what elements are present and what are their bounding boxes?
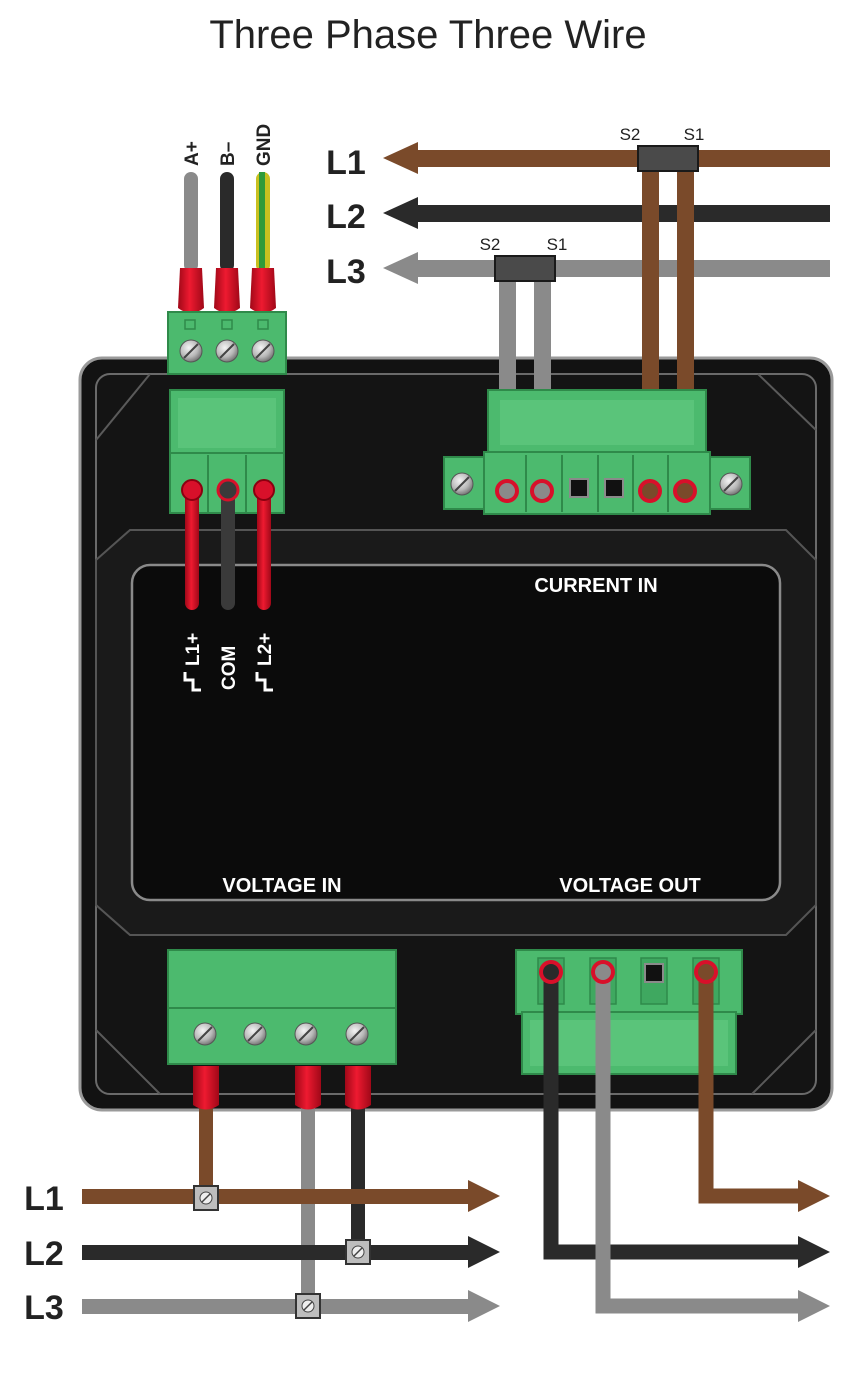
ct-l3-s2-label: S2 [480,235,501,254]
top-line-l2 [383,197,830,229]
pulse-label-l2: L2+ [255,633,276,666]
bottom-line-l3 [82,1290,500,1322]
comm-label-b-minus: B– [218,142,239,166]
comm-label-a-plus: A+ [182,141,203,166]
diagram-title: Three Phase Three Wire [209,13,646,57]
ct-l3-s1-label: S1 [547,235,568,254]
pulse-icon [183,672,201,692]
label-current-in: CURRENT IN [534,575,657,597]
top-line-l3 [383,252,830,284]
junction-icon [295,1293,321,1319]
ct-l1-s2-label: S2 [620,125,641,144]
comm-ferrules [178,268,276,313]
bottom-line-l1 [82,1180,500,1212]
current-in-terminal [443,389,751,515]
ct-clamp-l3 [494,255,556,282]
bottom-label-l2: L2 [24,1235,64,1273]
pulse-wires [181,478,275,610]
bottom-label-l3: L3 [24,1289,64,1327]
voltage-in-wires [199,1100,365,1310]
top-label-l2: L2 [326,198,366,236]
ct-clamp-l1 [637,145,699,172]
ct-l1-s1-label: S1 [684,125,705,144]
top-line-l1 [383,142,830,174]
voltage-in-ferrules [193,1066,371,1110]
pulse-label-com: COM [219,646,240,690]
junction-icon [345,1239,371,1265]
voltage-in-terminal [167,949,397,1065]
top-label-l1: L1 [326,144,366,182]
pulse-label-l1: L1+ [183,633,204,666]
comm-wires [184,172,270,272]
display-window [130,563,782,902]
comm-label-gnd: GND [254,124,275,166]
meter-body [78,356,834,1112]
pulse-icon [255,672,273,692]
top-label-l3: L3 [326,253,366,291]
bottom-label-l1: L1 [24,1180,64,1218]
label-voltage-out: VOLTAGE OUT [559,875,700,897]
junction-icon [193,1185,219,1211]
comm-terminal-plug [167,311,287,375]
voltage-out-wires [539,960,830,1322]
bottom-line-l2 [82,1236,500,1268]
label-voltage-in: VOLTAGE IN [222,875,341,897]
